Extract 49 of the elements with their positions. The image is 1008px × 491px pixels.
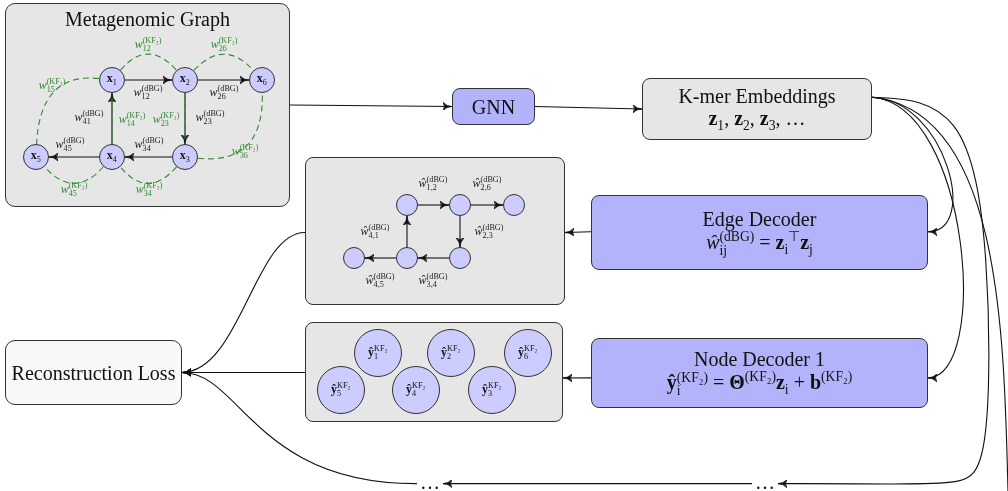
empty-circle [448,193,471,216]
dashed-line [119,53,177,71]
ellipsis-text: … [755,471,775,491]
ellipsis-text: … [420,471,440,491]
dashed-line [111,92,113,145]
panel-title: Metagenomic Graph [65,8,230,30]
graph-panel [5,3,290,207]
vertex-circle [98,66,125,93]
vertex-label: x$_{3}$ [179,148,190,165]
vertex-circle [248,66,275,93]
process-box [642,78,872,140]
vertex-label: x$_{4}$ [106,148,117,165]
box-label: K-mer Embeddings [678,85,836,108]
vertex-circle [503,328,552,377]
dashed-line [36,77,100,145]
connector-line [871,96,1008,491]
vertex-circle [353,328,402,377]
vertex-circle [171,66,198,93]
process-box [452,88,535,125]
vertex-label: x$_{2}$ [179,71,190,88]
vertex-label: x$_{1}$ [106,71,117,88]
box-label: Node Decoder 1 [693,348,826,371]
box-label: Reconstruction Loss [11,361,176,384]
vertex-circle [316,365,365,414]
empty-circle [395,193,418,216]
empty-circle [448,246,471,269]
box-label: GNN [471,95,516,118]
dashed-line [119,166,178,184]
empty-circle [502,193,525,216]
vertex-label: x$_{6}$ [256,71,267,88]
vertex-circle [467,365,516,414]
process-box [591,338,928,408]
process-box [5,340,182,405]
vertex-circle [391,365,440,414]
vertex-circle [22,143,49,170]
prediction-panel [305,322,563,422]
process-box [591,195,928,270]
vertex-label: x$_{5}$ [30,148,41,165]
box-label: Edge Decoder [702,207,817,230]
dashed-line [193,53,254,71]
formula: z$_{1}$, z$_{2}$, z$_{3}$, … [708,107,806,133]
empty-circle [395,246,418,269]
dashed-line [44,166,104,184]
graph-panel [305,157,565,305]
vertex-circle [171,143,198,170]
empty-circle [342,246,365,269]
dashed-line [184,92,186,145]
vertex-circle [98,143,125,170]
vertex-circle [426,328,475,377]
